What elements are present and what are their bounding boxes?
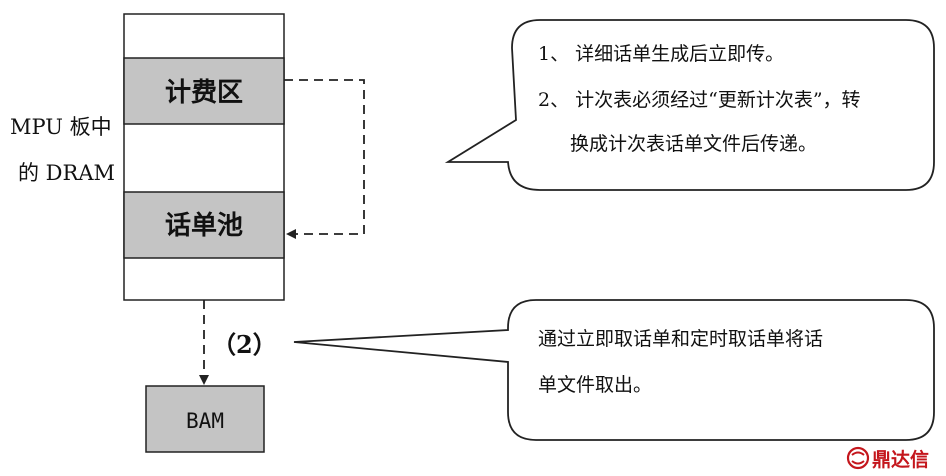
callout-bottom-bubble — [293, 299, 935, 441]
dram-stack: 计费区 话单池 — [123, 13, 285, 301]
callout-top-item1: 1、 详细话单生成后立即传。 — [538, 43, 784, 65]
callout-top-item2-line2: 换成计次表话单文件后传递。 — [570, 133, 817, 155]
callout-top-item2-line1: 2、 计次表必须经过“更新计次表”，转 — [538, 89, 861, 111]
watermark-logo: 鼎达信 — [846, 446, 929, 471]
callout-bottom-line2: 单文件取出。 — [538, 374, 652, 396]
ticket-pool-block — [123, 191, 285, 259]
callout-bottom-line1: 通过立即取话单和定时取话单将话 — [538, 328, 823, 350]
dram-label-line1: MPU 板中 — [10, 115, 112, 139]
step-marker: （2） — [212, 330, 277, 359]
watermark-text: 鼎达信 — [872, 448, 929, 471]
billing-to-pool-dashed-arrow — [284, 79, 365, 239]
ticket-pool-label: 话单池 — [165, 211, 243, 241]
callout-top-bubble — [444, 19, 935, 191]
billing-area-label: 计费区 — [165, 78, 243, 108]
billing-area-block — [123, 57, 285, 125]
bam-label: BAM — [186, 409, 224, 433]
bam-box — [145, 385, 265, 453]
dram-label-line2: 的 DRAM — [18, 161, 115, 185]
